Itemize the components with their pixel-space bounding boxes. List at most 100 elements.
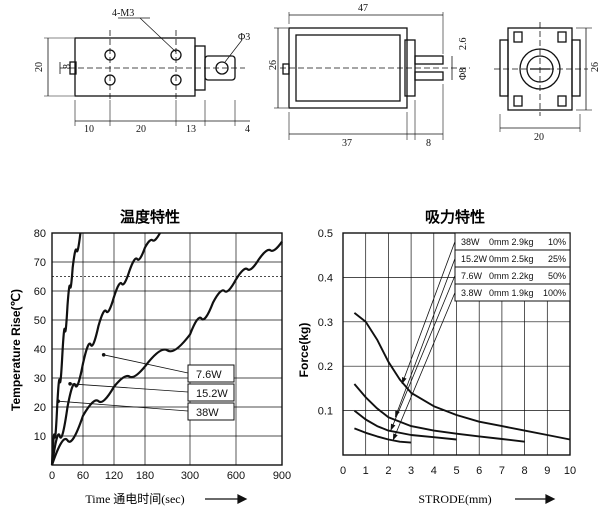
temperature-series-38w [50, 232, 82, 466]
temperature-legend-box [187, 383, 235, 402]
force-legend-watt: 7.6W [461, 271, 483, 281]
temperature-series-7-6w [50, 241, 283, 466]
force-chart-title: 吸力特性 [425, 208, 485, 226]
dim-side-tip: 4 [245, 124, 250, 135]
temperature-legend-leader [58, 400, 189, 412]
force-legend-duty: 100% [543, 288, 566, 298]
temperature-chart-title: 温度特性 [120, 208, 180, 226]
dim-side-height: 20 [34, 62, 45, 72]
dim-side-c: 13 [186, 124, 196, 135]
dim-front-pin-offset: 2.6 [458, 38, 469, 51]
temperature-chart-xlabel: Time 通电时间(sec) [85, 492, 184, 506]
dim-side-a: 10 [84, 124, 94, 135]
force-x-tick: 5 [453, 465, 459, 477]
drawing-dimension-labels: 20 8 10 20 13 4 4-M3 Φ3 47 26 37 8 2.6 Φ… [34, 3, 600, 149]
temperature-x-tick: 120 [105, 470, 123, 482]
force-legend-leader [392, 292, 456, 441]
force-series-3-8w [354, 427, 412, 444]
temperature-chart: 温度特性 Temperature Rise(℃) Time 通电时间(sec) … [9, 208, 291, 506]
temperature-legend-label-7-6w: 7.6W [196, 369, 222, 381]
force-x-tick: 6 [476, 465, 482, 477]
force-x-tick: 2 [385, 465, 391, 477]
force-legend-duty: 25% [548, 254, 566, 264]
force-legend-duty: 50% [548, 271, 566, 281]
dim-end-width: 20 [534, 132, 544, 143]
force-x-tick: 10 [564, 465, 576, 477]
force-legend-leader [394, 258, 456, 418]
dim-front-width: 47 [358, 3, 368, 14]
force-legend-arrowhead [390, 423, 396, 431]
temperature-y-tick: 60 [34, 286, 46, 298]
temperature-y-tick: 30 [34, 373, 46, 385]
force-legend-arrowhead [402, 376, 407, 384]
force-legend-spec: 0mm 2.5kg [489, 254, 534, 264]
temperature-y-tick: 70 [34, 257, 46, 269]
force-chart-xlabel: STRODE(mm) [418, 492, 491, 506]
temperature-legend-label-15-2w: 15.2W [196, 388, 228, 400]
screw-label: 4-M3 [112, 8, 134, 19]
dim-side-b: 20 [136, 124, 146, 135]
force-legend-watt: 38W [461, 237, 480, 247]
force-legend-leader [401, 241, 456, 385]
dim-side-holes: 8 [62, 64, 73, 69]
temperature-y-tick: 50 [34, 315, 46, 327]
temperature-chart-ylabel: Temperature Rise(℃) [9, 289, 23, 411]
temperature-x-tick: 900 [273, 470, 291, 482]
force-legend-watt: 3.8W [461, 288, 483, 298]
temperature-legend-leader [103, 354, 189, 374]
temperature-y-tick: 80 [34, 228, 46, 240]
dim-front-height: 26 [268, 60, 279, 70]
force-x-tick: 3 [408, 465, 414, 477]
temperature-series-15-2w [50, 232, 161, 466]
temperature-y-tick: 10 [34, 431, 46, 443]
force-x-tick: 8 [522, 465, 528, 477]
temperature-x-tick: 600 [227, 470, 245, 482]
force-y-tick: 0.2 [318, 361, 333, 373]
dim-end-height: 26 [590, 62, 600, 72]
force-legend-spec: 0mm 2.9kg [489, 237, 534, 247]
force-x-tick: 0 [340, 465, 346, 477]
temperature-legend-box [187, 402, 235, 421]
temperature-legend-label-38w: 38W [196, 407, 219, 419]
force-x-tick: 4 [431, 465, 437, 477]
force-legend-arrowhead [392, 433, 398, 441]
temperature-x-tick: 180 [136, 470, 154, 482]
dim-front-pin-diam: Φ8 [458, 68, 469, 80]
force-series-38w [353, 312, 571, 441]
temperature-legend-leader-dot [56, 399, 60, 404]
pin-label: Φ3 [238, 32, 250, 43]
temperature-x-tick: 0 [49, 470, 55, 482]
side-view-drawing [44, 17, 250, 126]
temperature-xlabel-arrow [205, 494, 248, 504]
force-legend-spec: 0mm 2.2kg [489, 271, 534, 281]
force-x-tick: 1 [363, 465, 369, 477]
temperature-legend-leader [70, 383, 189, 393]
force-legend-watt: 15.2W [461, 254, 488, 264]
force-x-tick: 9 [544, 465, 550, 477]
dim-front-stroke: 8 [426, 138, 431, 149]
force-x-tick: 7 [499, 465, 505, 477]
force-chart: 吸力特性 Force(kg) STRODE(mm) 0 1 2 3 4 5 6 7 8 9 10 0.… [297, 208, 576, 506]
force-legend-spec: 0mm 1.9kg [489, 288, 534, 298]
temperature-legend-leader-dot [101, 353, 106, 357]
force-y-tick: 0.1 [318, 406, 333, 418]
force-series-15-2w [353, 383, 525, 443]
force-series-7-6w [353, 409, 457, 441]
temperature-y-tick: 20 [34, 402, 46, 414]
force-y-tick: 0.5 [318, 228, 333, 240]
temperature-legend-box [187, 364, 235, 383]
dim-front-body: 37 [342, 138, 352, 149]
end-view-drawing [494, 22, 592, 132]
force-legend-duty: 10% [548, 237, 566, 247]
force-legend-leader [390, 275, 456, 431]
force-xlabel-arrow [515, 494, 556, 504]
front-view-drawing [274, 12, 470, 140]
temperature-x-tick: 60 [77, 470, 89, 482]
temperature-legend-leader-dot [68, 382, 72, 386]
force-chart-ylabel: Force(kg) [297, 323, 311, 378]
force-y-tick: 0.4 [318, 272, 333, 284]
force-y-tick: 0.3 [318, 317, 333, 329]
temperature-y-tick: 40 [34, 344, 46, 356]
